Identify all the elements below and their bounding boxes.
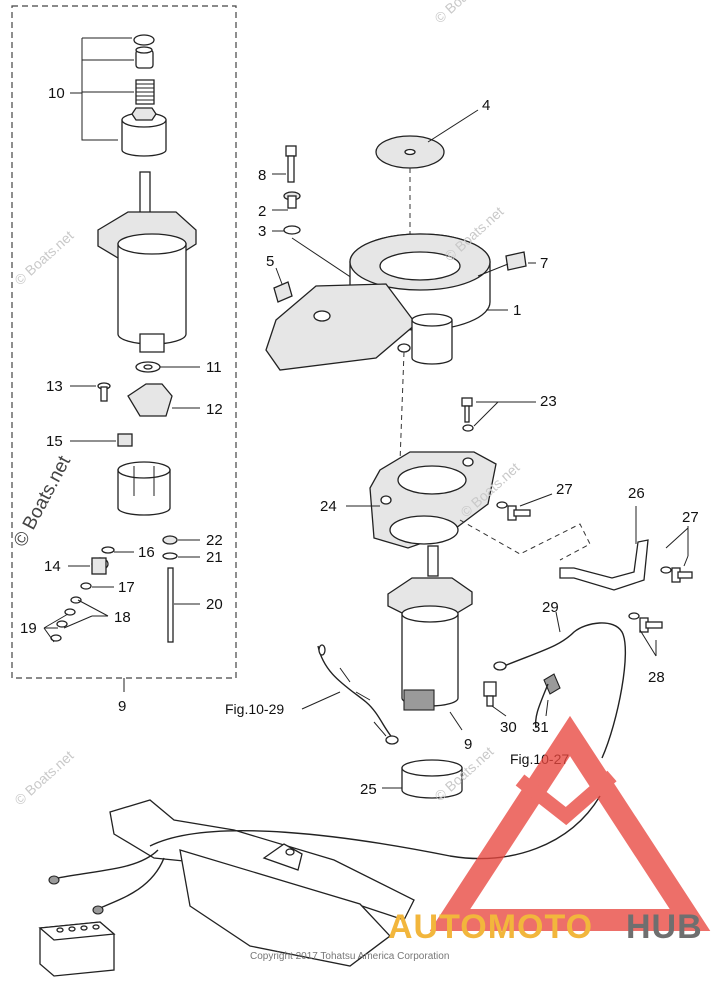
nut-15 <box>117 433 133 447</box>
engine-frame <box>109 799 415 967</box>
starter-motor-9 <box>387 545 473 711</box>
label-30: 30 <box>500 719 517 736</box>
label-18: 18 <box>114 609 131 626</box>
grommet-3 <box>283 225 301 235</box>
label-12: 12 <box>206 401 223 418</box>
label-13: 13 <box>46 378 63 395</box>
starter-motor-body <box>97 171 197 353</box>
label-14: 14 <box>44 558 61 575</box>
starter-bracket-24 <box>369 451 497 549</box>
bolt-23 <box>461 397 474 432</box>
label-4: 4 <box>482 97 490 114</box>
label-16: 16 <box>138 544 155 561</box>
cap-14 <box>91 557 107 575</box>
label-5: 5 <box>266 253 274 270</box>
label-20: 20 <box>206 596 223 613</box>
battery <box>38 921 116 977</box>
label-3: 3 <box>258 223 266 240</box>
label-23: 23 <box>540 393 557 410</box>
label-21: 21 <box>206 549 223 566</box>
brand-automoto: AUTOMOTO <box>388 908 593 946</box>
brush-holder-12 <box>127 383 173 417</box>
label-15: 15 <box>46 433 63 450</box>
bolt-27-a <box>496 501 531 521</box>
label-24: 24 <box>320 498 337 515</box>
pinion-set-10 <box>121 34 167 157</box>
label-9-assembly: 9 <box>118 698 126 715</box>
label-11: 11 <box>206 359 222 376</box>
automotohub-logo <box>429 715 711 931</box>
washer-16 <box>101 546 115 554</box>
label-28: 28 <box>648 669 665 686</box>
watermark: © Boats.net <box>11 227 76 288</box>
watermark-main: © Boats.net <box>10 452 76 550</box>
label-2: 2 <box>258 203 266 220</box>
label-22: 22 <box>206 532 223 549</box>
label-19: 19 <box>20 620 37 637</box>
label-27-b: 27 <box>682 509 699 526</box>
label-25: 25 <box>360 781 377 798</box>
label-7: 7 <box>540 255 548 272</box>
screw-13 <box>97 382 111 402</box>
watermark: © Boats.net <box>431 0 496 26</box>
washer-17 <box>80 582 92 590</box>
washer-22 <box>162 535 178 545</box>
watermark: © Boats.net <box>11 747 76 808</box>
ref-fig-10-29: Fig.10-29 <box>225 701 284 717</box>
flywheel-cover-1 <box>265 233 491 371</box>
label-31: 31 <box>532 719 549 736</box>
starter-assembly-box <box>11 5 237 679</box>
through-bolt-20 <box>167 567 174 643</box>
copyright: Copyright 2017 Tohatsu America Corporati… <box>250 951 449 962</box>
terminal-31 <box>543 673 561 695</box>
decal-5 <box>273 281 293 303</box>
bolt-30 <box>483 681 497 707</box>
label-17: 17 <box>118 579 135 596</box>
bolt-28 <box>628 612 663 633</box>
label-8: 8 <box>258 167 266 184</box>
bolt-27-b <box>660 566 693 583</box>
label-9-motor: 9 <box>464 736 472 753</box>
ring-25 <box>401 759 463 799</box>
brand-hub: HUB <box>626 908 703 946</box>
yoke <box>117 461 171 516</box>
label-26: 26 <box>628 485 645 502</box>
cable-29 <box>503 622 627 759</box>
starter-band-26 <box>559 539 649 591</box>
label-1: 1 <box>513 302 521 319</box>
bolt-8 <box>285 145 297 183</box>
washer-21 <box>162 552 178 560</box>
decal-7 <box>505 251 527 271</box>
label-27-a: 27 <box>556 481 573 498</box>
label-10: 10 <box>48 85 65 102</box>
label-29: 29 <box>542 599 559 616</box>
